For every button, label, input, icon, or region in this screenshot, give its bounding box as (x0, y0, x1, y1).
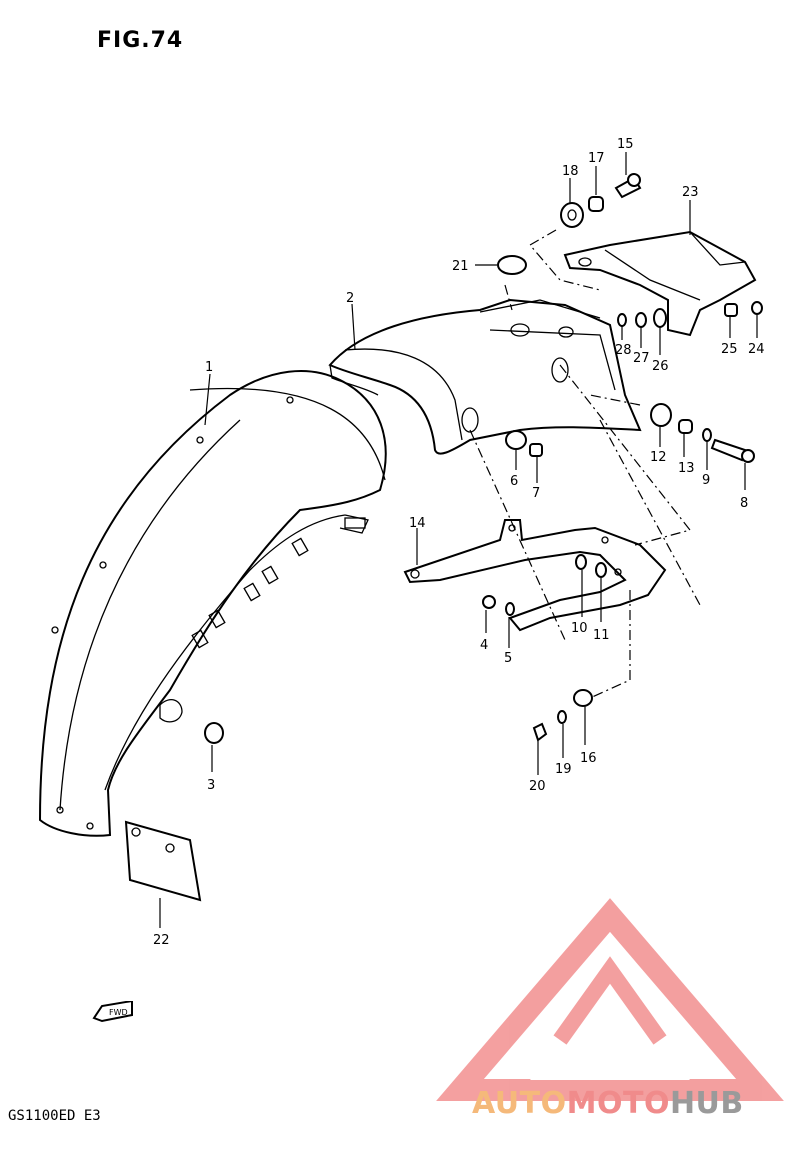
model-code: GS1100ED E3 (8, 1108, 101, 1124)
callout-28: 28 (615, 343, 632, 358)
forward-label: FWD (109, 1008, 128, 1017)
part-14-stay (403, 519, 667, 632)
callout-27: 27 (633, 351, 650, 366)
callout-14: 14 (409, 516, 426, 531)
watermark-logo (436, 898, 784, 1101)
callout-16: 16 (580, 751, 597, 766)
part-23-bracket (563, 230, 757, 337)
part-1-rear-fender (38, 370, 387, 837)
part-22-plate (124, 820, 202, 902)
figure-title: FIG.74 (97, 28, 184, 53)
callout-7: 7 (532, 486, 540, 501)
callout-15: 15 (617, 137, 634, 152)
callout-10: 10 (571, 621, 588, 636)
callout-12: 12 (650, 450, 667, 465)
watermark-hub: HUB (669, 1086, 744, 1121)
callout-22: 22 (153, 933, 170, 948)
callout-17: 17 (588, 151, 605, 166)
callout-2: 2 (346, 291, 354, 306)
callout-11: 11 (593, 628, 610, 643)
callout-20: 20 (529, 779, 546, 794)
callout-1: 1 (205, 360, 213, 375)
callout-24: 24 (748, 342, 765, 357)
part-2-fender-upper (328, 298, 642, 455)
watermark-text: AUTOMOTOHUB (472, 1086, 744, 1121)
callout-23: 23 (682, 185, 699, 200)
watermark-auto: AUTO (472, 1086, 567, 1121)
callout-26: 26 (652, 359, 669, 374)
assembly-lines (469, 229, 701, 699)
callout-8: 8 (740, 496, 748, 511)
callout-labels: 1 2 3 4 5 6 7 8 9 10 11 12 13 14 15 16 1… (153, 137, 765, 948)
callout-5: 5 (504, 651, 512, 666)
callout-13: 13 (678, 461, 695, 476)
part-21-cap (497, 255, 527, 275)
callout-18: 18 (562, 164, 579, 179)
forward-arrow-icon: FWD (92, 1001, 133, 1023)
callout-19: 19 (555, 762, 572, 777)
callout-6: 6 (510, 474, 518, 489)
small-hardware (204, 173, 763, 744)
callout-9: 9 (702, 473, 710, 488)
callout-21: 21 (452, 259, 469, 274)
callout-25: 25 (721, 342, 738, 357)
callout-4: 4 (480, 638, 488, 653)
watermark-moto: MOTO (566, 1086, 670, 1121)
leader-lines (159, 152, 758, 928)
callout-3: 3 (207, 778, 215, 793)
